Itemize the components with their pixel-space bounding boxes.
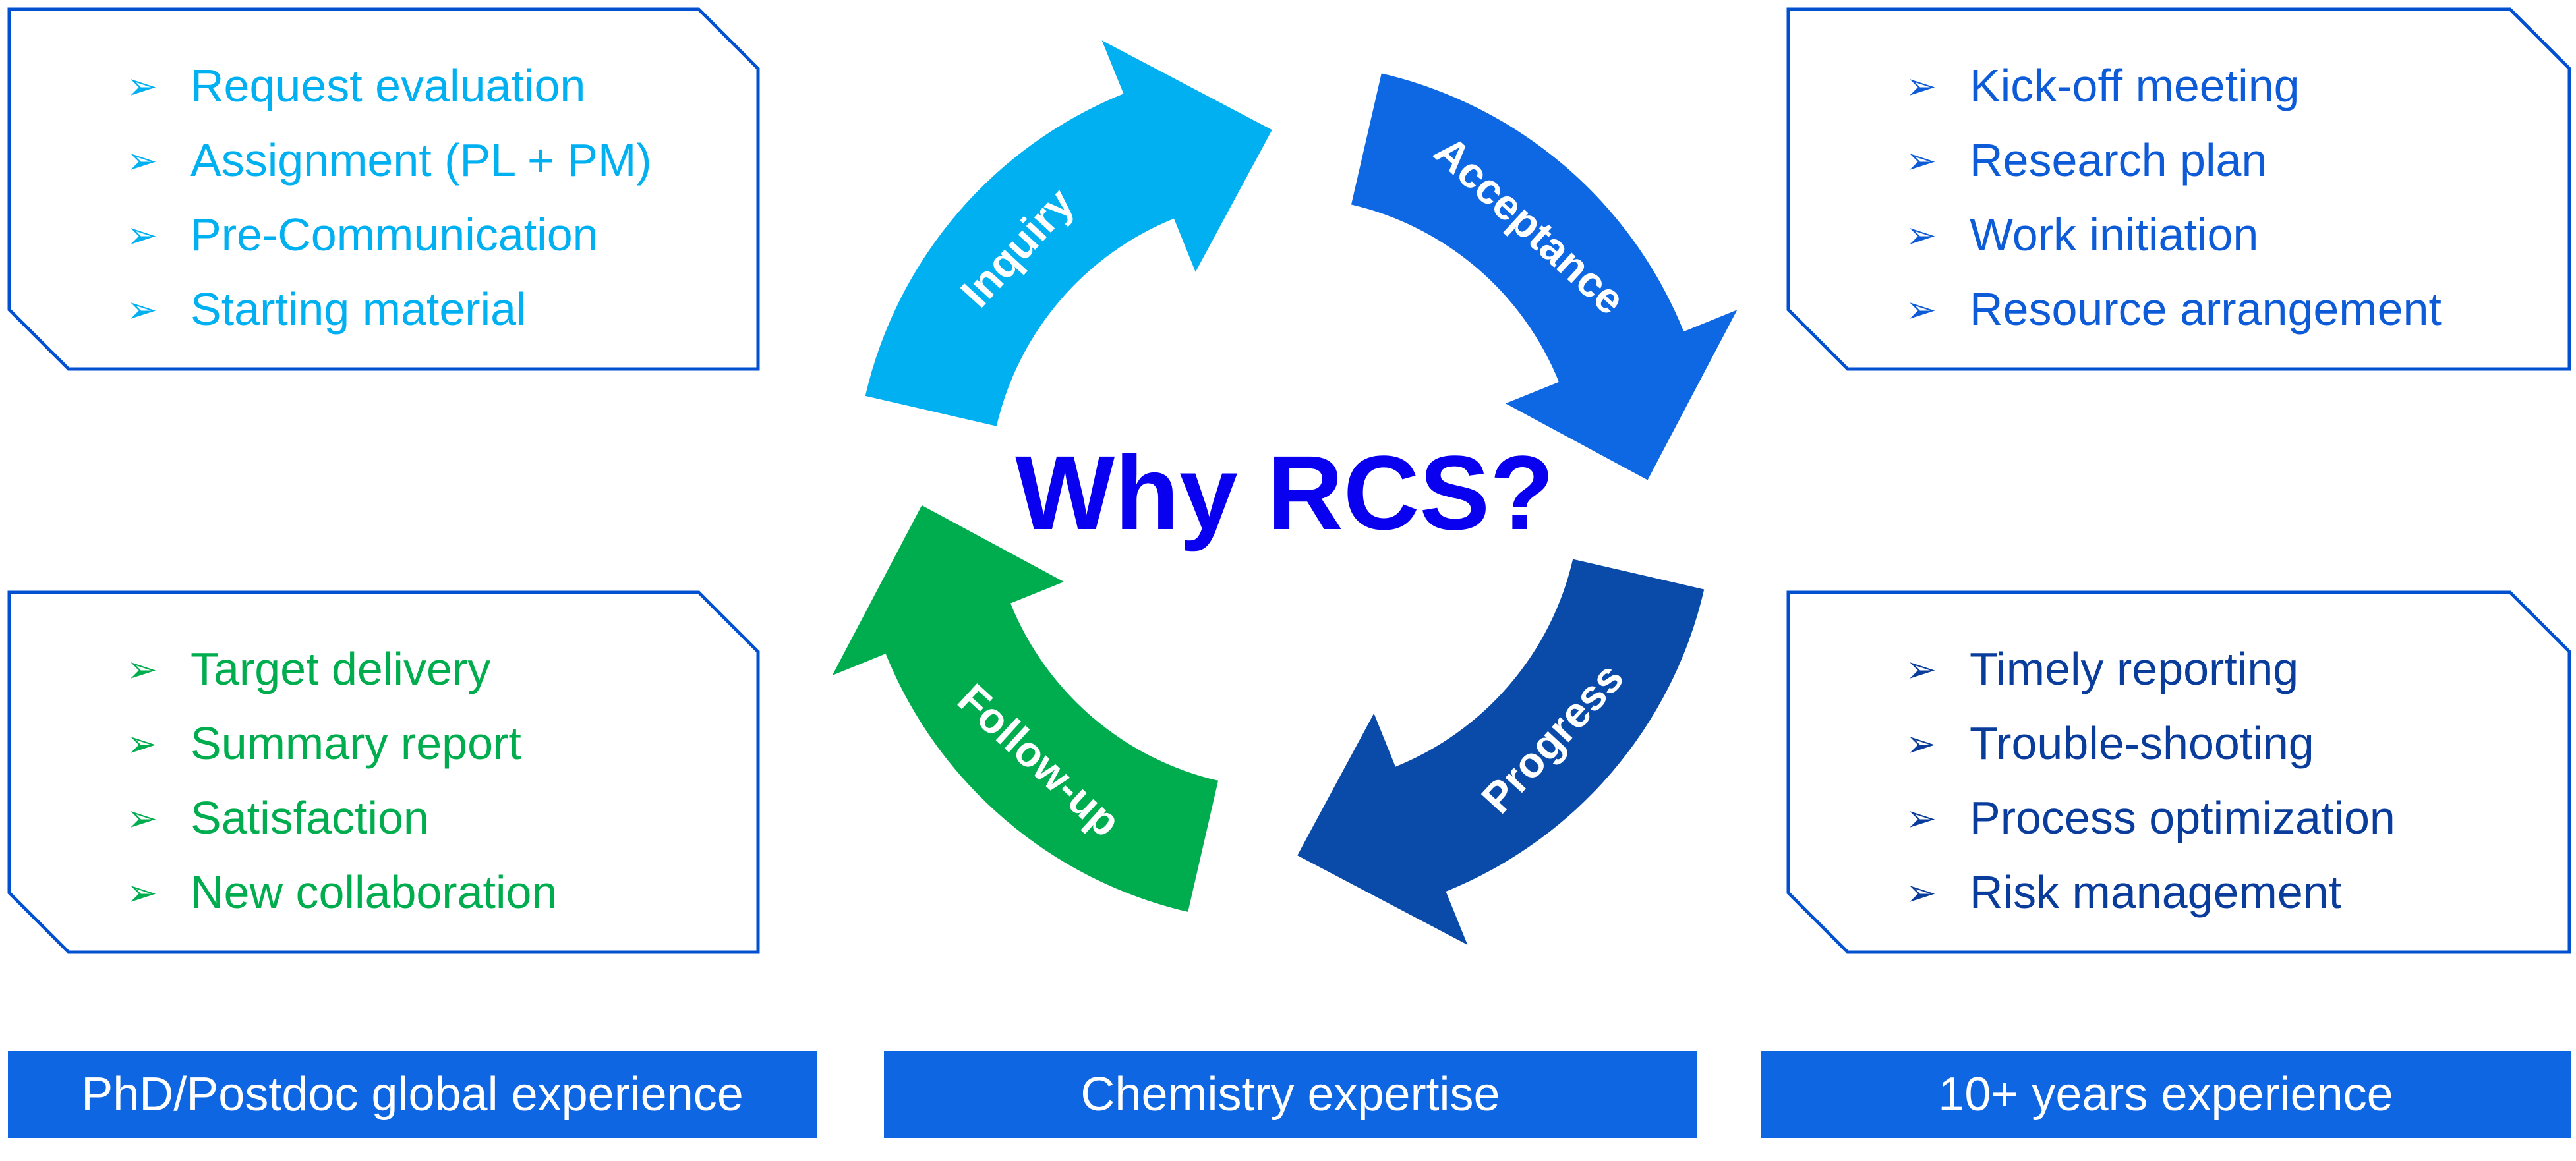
list-item: ➢ Research plan (1906, 123, 2442, 198)
list-item: ➢ Request evaluation (127, 49, 652, 123)
list-item: ➢ Process optimization (1906, 781, 2395, 855)
list-item-label: Pre-Communication (190, 209, 599, 260)
bottom-bar-years: 10+ years experience (1761, 1051, 2571, 1138)
list-item: ➢ Kick-off meeting (1906, 49, 2442, 123)
list-item-label: Timely reporting (1970, 643, 2299, 694)
bottom-bar-experience: PhD/Postdoc global experience (8, 1051, 817, 1138)
box-outline (7, 590, 760, 954)
arrowhead-bullet-icon: ➢ (127, 214, 158, 256)
page-title: Why RCS? (1015, 434, 1554, 552)
arrowhead-bullet-icon: ➢ (1906, 723, 1937, 764)
arrowhead-bullet-icon: ➢ (1906, 140, 1937, 181)
inquiry-box: ➢ Request evaluation ➢ Assignment (PL + PM)… (7, 7, 760, 371)
list-item: ➢ Target delivery (127, 632, 557, 706)
list-item-label: Starting material (190, 283, 527, 335)
progress-box: ➢ Timely reporting ➢ Trouble-shooting ➢ Proce… (1786, 590, 2571, 954)
box-outline (7, 7, 760, 371)
arrowhead-bullet-icon: ➢ (127, 140, 158, 181)
inquiry-arrow (865, 40, 1272, 426)
bottom-bar-expertise: Chemistry expertise (884, 1051, 1697, 1138)
arrowhead-bullet-icon: ➢ (1906, 797, 1937, 839)
box-outline (1786, 7, 2571, 371)
followup-arrow (832, 505, 1219, 912)
acceptance-arrow (1351, 73, 1738, 480)
arrowhead-bullet-icon: ➢ (1906, 872, 1937, 913)
arrowhead-bullet-icon: ➢ (127, 723, 158, 764)
list-item: ➢ Satisfaction (127, 781, 557, 855)
box-border (1786, 590, 2571, 954)
arrowhead-bullet-icon: ➢ (1906, 289, 1937, 330)
list-item: ➢ Work initiation (1906, 198, 2442, 272)
item-list: ➢ Target delivery ➢ Summary report ➢ Satisfac… (127, 632, 557, 930)
arrowhead-bullet-icon: ➢ (1906, 648, 1937, 690)
list-item-label: Resource arrangement (1970, 283, 2442, 335)
list-item: ➢ Assignment (PL + PM) (127, 123, 652, 198)
list-item: ➢ Pre-Communication (127, 198, 652, 272)
arrowhead-bullet-icon: ➢ (127, 648, 158, 690)
list-item-label: Summary report (190, 718, 521, 769)
list-item: ➢ Summary report (127, 706, 557, 781)
list-item-label: Work initiation (1970, 209, 2259, 260)
arrowhead-bullet-icon: ➢ (1906, 214, 1937, 256)
list-item: ➢ New collaboration (127, 855, 557, 930)
list-item-label: Research plan (1970, 134, 2268, 186)
list-item-label: Kick-off meeting (1970, 60, 2300, 111)
list-item-label: Target delivery (190, 643, 491, 694)
box-outline (1786, 590, 2571, 954)
box-border (7, 590, 760, 954)
box-border (7, 7, 760, 371)
list-item: ➢ Trouble-shooting (1906, 706, 2395, 781)
box-border (1786, 7, 2571, 371)
arrowhead-bullet-icon: ➢ (127, 65, 158, 107)
arrowhead-bullet-icon: ➢ (127, 289, 158, 330)
acceptance-box: ➢ Kick-off meeting ➢ Research plan ➢ Work ini… (1786, 7, 2571, 371)
list-item-label: New collaboration (190, 866, 558, 918)
arrowhead-bullet-icon: ➢ (1906, 65, 1937, 107)
arrowhead-bullet-icon: ➢ (127, 797, 158, 839)
list-item-label: Satisfaction (190, 792, 429, 843)
followup-box: ➢ Target delivery ➢ Summary report ➢ Satisfac… (7, 590, 760, 954)
list-item: ➢ Risk management (1906, 855, 2395, 930)
list-item: ➢ Timely reporting (1906, 632, 2395, 706)
progress-arrow (1297, 559, 1705, 946)
list-item: ➢ Resource arrangement (1906, 272, 2442, 347)
arrowhead-bullet-icon: ➢ (127, 872, 158, 913)
item-list: ➢ Kick-off meeting ➢ Research plan ➢ Work ini… (1906, 49, 2442, 347)
list-item: ➢ Starting material (127, 272, 652, 347)
list-item-label: Assignment (PL + PM) (190, 134, 652, 186)
list-item-label: Trouble-shooting (1970, 718, 2314, 769)
item-list: ➢ Timely reporting ➢ Trouble-shooting ➢ Proce… (1906, 632, 2395, 930)
item-list: ➢ Request evaluation ➢ Assignment (PL + PM)… (127, 49, 652, 347)
list-item-label: Request evaluation (190, 60, 586, 111)
list-item-label: Process optimization (1970, 792, 2395, 843)
list-item-label: Risk management (1970, 866, 2342, 918)
